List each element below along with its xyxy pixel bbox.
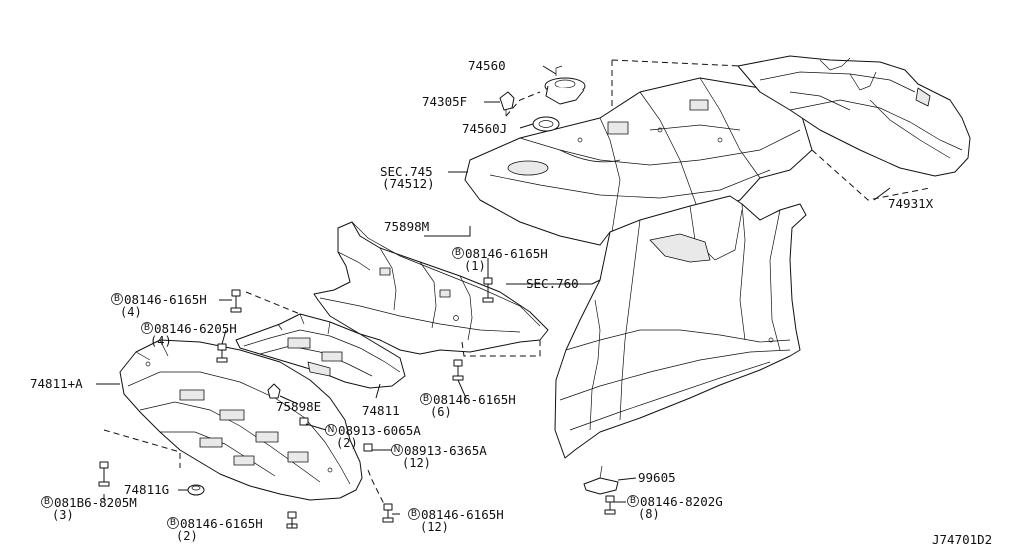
leader-strut-chain <box>505 91 541 117</box>
leader-bolt-bot2 <box>367 469 387 509</box>
bolt-prefix-letter: B <box>44 497 50 507</box>
nut-prefix-letter: N <box>394 445 401 455</box>
leader-floor-to-heatshield-3 <box>811 149 931 201</box>
nut-prefix-icon <box>325 424 337 436</box>
body-side-sec760 <box>554 195 807 459</box>
qty-bolt-left1: (4) <box>120 305 142 319</box>
bolt-prefix-icon <box>420 393 432 405</box>
bolt-prefix-icon <box>141 322 153 334</box>
label-nut1: 08913-6065A <box>338 423 421 438</box>
strut-mount-74560 <box>544 65 586 105</box>
label-bolt-top: 08146-6165H <box>465 246 548 261</box>
label-75898e: 75898E <box>276 399 321 414</box>
bolt-prefix-icon <box>627 495 639 507</box>
label-99605: 99605 <box>638 470 676 485</box>
bolt-prefix-letter: B <box>144 323 150 333</box>
label-74560j: 74560J <box>462 121 507 136</box>
bracket-99605 <box>583 465 619 495</box>
label-bolt-left1: 08146-6165H <box>124 292 207 307</box>
qty-nut2: (12) <box>402 456 431 470</box>
bolt-prefix-icon <box>111 293 123 305</box>
leader-74560j <box>519 123 534 129</box>
label-nut2: 08913-6365A <box>404 443 487 458</box>
bolt-prefix-letter: B <box>455 248 461 258</box>
label-bolt-mid: 08146-6165H <box>433 392 516 407</box>
bolt-prefix-icon <box>452 247 464 259</box>
leader-lines <box>96 171 891 528</box>
grommet-74811g <box>187 484 205 496</box>
label-74931x: 74931X <box>888 196 934 211</box>
qty-bolt-left2: (4) <box>150 334 172 348</box>
qty-nut1: (2) <box>336 436 358 450</box>
label-bolt-left2: 08146-6205H <box>154 321 237 336</box>
leader-bolt-left1 <box>245 291 301 315</box>
leader-74560 <box>542 65 557 75</box>
bolt-prefix-icon <box>41 496 53 508</box>
bolt-prefix-icon <box>167 517 179 529</box>
bolt-prefix-letter: B <box>170 518 176 528</box>
bolt-prefix-letter: B <box>114 294 120 304</box>
front-undercover-74811a <box>119 339 363 501</box>
label-sec760: SEC.760 <box>526 276 579 291</box>
qty-bolt-bot1: (2) <box>176 529 198 543</box>
label-sec745-sub: (74512) <box>382 176 435 191</box>
rear-heat-shield-74931x <box>737 55 971 177</box>
bolt-prefix-letter: B <box>423 394 429 404</box>
diagram-id: J74701D2 <box>932 532 992 547</box>
mid-undercover-74811 <box>235 313 406 389</box>
label-75898m: 75898M <box>384 219 429 234</box>
seal-74560j <box>532 116 560 132</box>
label-74560: 74560 <box>468 58 506 73</box>
bolt-prefix-letter: B <box>630 496 636 506</box>
nut-icon <box>299 417 373 452</box>
qty-bolt-mid: (6) <box>430 405 452 419</box>
qty-bolt-br: (8) <box>638 507 660 521</box>
bolt-prefix-icon <box>408 508 420 520</box>
leader-75898m-right <box>461 340 541 357</box>
nut-prefix-icon <box>391 444 403 456</box>
label-bolt-br: 08146-8202G <box>640 494 723 509</box>
upper-undercover-75898m <box>313 221 549 355</box>
label-bolt-bl: 081B6-8205M <box>54 495 137 510</box>
qty-bolt-bl: (3) <box>52 508 74 522</box>
qty-bolt-top: (1) <box>464 259 486 273</box>
label-sec745: SEC.745 <box>380 164 433 179</box>
label-74811g: 74811G <box>124 482 169 497</box>
label-74811a: 74811+A <box>30 376 83 391</box>
clip-75898e <box>267 383 281 399</box>
label-74305f: 74305F <box>422 94 467 109</box>
bolt-icon <box>98 277 616 529</box>
qty-bolt-bot2: (12) <box>420 520 449 534</box>
label-74811: 74811 <box>362 403 400 418</box>
nut-prefix-letter: N <box>328 425 335 435</box>
clip-74305f <box>499 91 515 116</box>
label-bolt-bot2: 08146-6165H <box>421 507 504 522</box>
leader-floor-to-heatshield-2 <box>611 59 741 67</box>
label-bolt-bot1: 08146-6165H <box>180 516 263 531</box>
bolt-prefix-letter: B <box>411 509 417 519</box>
